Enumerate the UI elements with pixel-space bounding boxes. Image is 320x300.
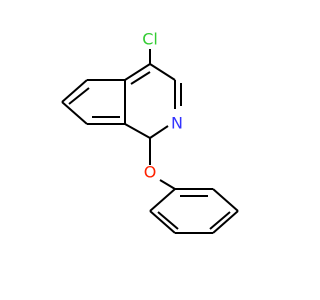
bond-c4-c3	[149, 63, 176, 81]
bond-c5-c6-inner	[68, 87, 90, 105]
bond-c1-c8a	[124, 123, 151, 139]
bond-c6-c7	[61, 101, 88, 125]
chlorine-label: Cl	[142, 30, 158, 49]
bond-o-phenyl	[159, 179, 176, 190]
molecule-drawing: Cl N O	[61, 30, 239, 234]
bond-c4a-c4	[124, 63, 151, 81]
structure-canvas: Cl N O	[61, 29, 239, 234]
bond-c5-c6-double	[61, 79, 88, 103]
bond-ph-inner-left	[157, 211, 179, 230]
bond-ph-c2-c3	[212, 188, 239, 212]
bond-c4a-c4-inner	[130, 71, 151, 85]
nitrogen-label: N	[171, 114, 183, 133]
bond-n-c1	[149, 125, 169, 139]
oxygen-label: O	[144, 163, 157, 182]
bond-ph-c6-c1	[149, 188, 176, 212]
bond-ph-c3-c4	[212, 210, 239, 234]
bond-ph-c5-c6	[149, 210, 176, 234]
bond-ph-inner-right	[209, 211, 231, 230]
